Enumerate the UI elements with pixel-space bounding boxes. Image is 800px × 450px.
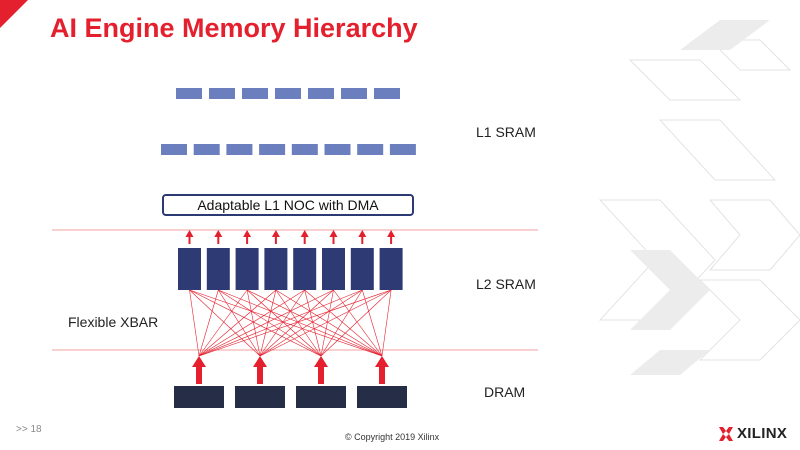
crossbar-line	[362, 289, 383, 357]
dram-arrow-shaft	[257, 366, 263, 384]
crossbar-line	[259, 289, 392, 357]
crossbar-line	[381, 289, 392, 357]
dram-arrow-head	[192, 356, 206, 367]
dram-to-xbar-arrows	[192, 356, 389, 384]
l1-sram-tile	[341, 88, 367, 99]
up-arrow-head	[271, 230, 280, 237]
l2-sram-block	[178, 248, 201, 290]
slide-title: AI Engine Memory Hierarchy	[50, 13, 418, 43]
noc-dma-box: Adaptable L1 NOC with DMA	[162, 194, 414, 216]
crossbar-line	[218, 289, 383, 357]
crossbar-line	[275, 289, 383, 357]
corner-accent	[0, 0, 28, 28]
dram-label: DRAM	[484, 384, 526, 400]
l2-sram-blocks	[178, 248, 403, 290]
crossbar-line	[320, 289, 392, 357]
l2-sram-block	[350, 248, 374, 290]
up-arrow-head	[300, 230, 309, 237]
dram-block	[235, 386, 285, 408]
crossbar-line	[189, 289, 261, 357]
crossbar-line	[259, 289, 305, 357]
xilinx-logo: XILINX	[719, 425, 787, 442]
l1-sram-tile	[176, 88, 202, 99]
crossbar-line	[198, 289, 363, 357]
crossbar-line	[246, 289, 261, 357]
crossbar-line	[198, 289, 305, 357]
l1-sram-tile	[389, 144, 416, 155]
dram-arrow-head	[253, 356, 267, 367]
l1-sram-label: L1 SRAM	[476, 124, 536, 140]
up-arrow-head	[185, 230, 194, 237]
l2-to-noc-arrows	[185, 230, 396, 244]
l1-sram-tile	[242, 88, 268, 99]
dram-arrow-shaft	[318, 366, 324, 384]
crossbar-line	[320, 289, 363, 357]
dram-blocks	[174, 386, 407, 408]
l1-sram-tile	[324, 144, 351, 155]
logo-text: XILINX	[737, 425, 788, 442]
crossbar-line	[320, 289, 334, 357]
up-arrow-head	[214, 230, 223, 237]
crossbar-line	[189, 289, 383, 357]
crossbar-lines	[189, 289, 392, 357]
up-arrow-head	[358, 230, 367, 237]
crossbar-line	[198, 289, 248, 357]
dram-block	[296, 386, 346, 408]
dram-block	[357, 386, 407, 408]
crossbar-line	[259, 289, 363, 357]
crossbar-line	[304, 289, 383, 357]
l2-sram-block	[379, 248, 403, 290]
crossbar-line	[189, 289, 322, 357]
dram-arrow-head	[314, 356, 328, 367]
l1-sram-tile	[308, 88, 334, 99]
crossbar-line	[198, 289, 277, 357]
flexible-xbar-label: Flexible XBAR	[68, 314, 159, 330]
copyright-text: © Copyright 2019 Xilinx	[345, 432, 440, 442]
crossbar-line	[198, 289, 392, 357]
crossbar-line	[259, 289, 277, 357]
l1-sram-tile	[291, 144, 318, 155]
crossbar-line	[259, 289, 334, 357]
l2-sram-block	[264, 248, 288, 290]
l1-sram-tile	[193, 144, 220, 155]
crossbar-line	[246, 289, 322, 357]
crossbar-line	[218, 289, 261, 357]
dram-block	[174, 386, 224, 408]
l1-sram-tile	[259, 144, 286, 155]
l2-sram-block	[322, 248, 345, 290]
up-arrow-head	[243, 230, 252, 237]
l1-sram-row-2	[161, 144, 416, 155]
dram-arrow-shaft	[379, 366, 385, 384]
up-arrow-head	[329, 230, 338, 237]
slide-number: >> 18	[16, 424, 42, 435]
l1-sram-tile	[161, 144, 187, 155]
crossbar-line	[198, 289, 334, 357]
crossbar-line	[198, 289, 219, 357]
crossbar-line	[246, 289, 383, 357]
l2-sram-block	[235, 248, 259, 290]
l1-sram-tile	[374, 88, 400, 99]
crossbar-line	[275, 289, 322, 357]
l1-sram-tile	[209, 88, 235, 99]
l1-sram-tile	[226, 144, 253, 155]
l1-sram-tile	[357, 144, 384, 155]
background-chevron-decoration	[598, 20, 800, 375]
up-arrow-head	[387, 230, 396, 237]
crossbar-line	[218, 289, 322, 357]
crossbar-line	[333, 289, 383, 357]
dram-arrow-head	[375, 356, 389, 367]
xilinx-mark-icon	[719, 426, 733, 441]
l2-sram-block	[293, 248, 317, 290]
crossbar-line	[189, 289, 200, 357]
l1-sram-row-1	[176, 88, 400, 99]
dram-arrow-shaft	[196, 366, 202, 384]
crossbar-line	[304, 289, 322, 357]
l2-sram-block	[206, 248, 230, 290]
l1-sram-tile	[275, 88, 301, 99]
l2-sram-label: L2 SRAM	[476, 276, 536, 292]
